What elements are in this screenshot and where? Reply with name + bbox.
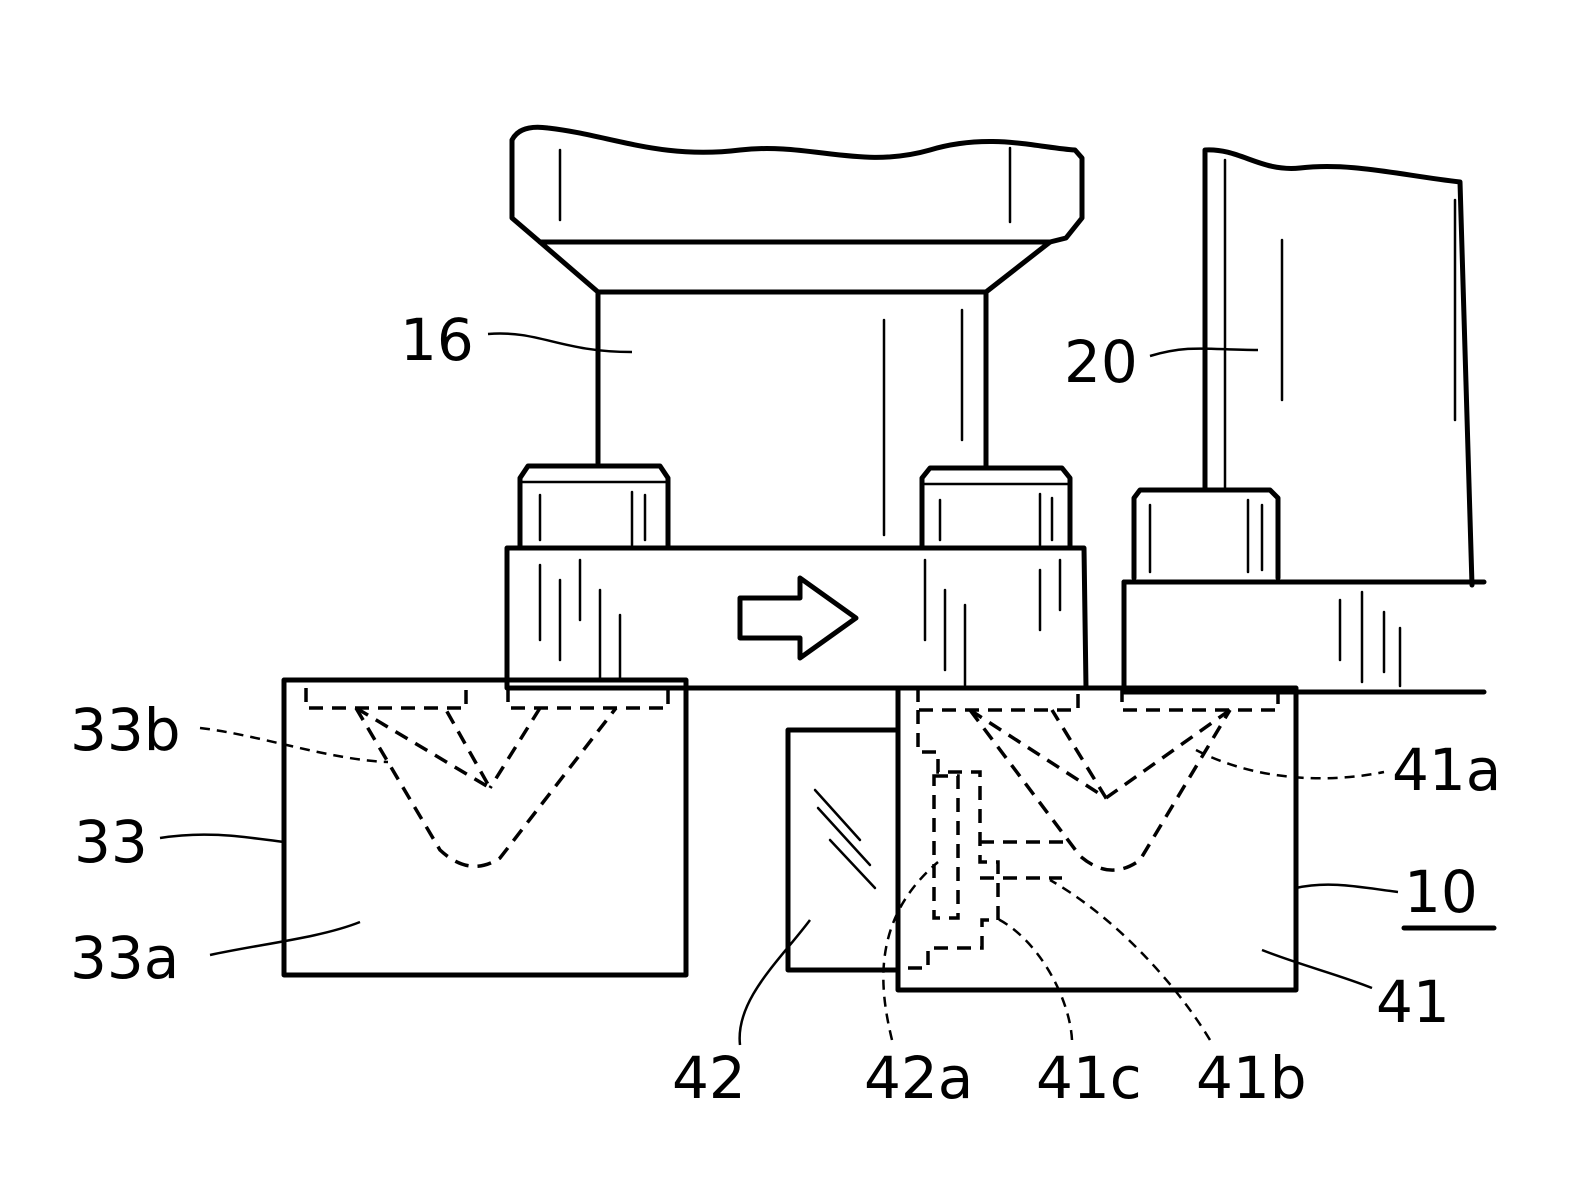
leader-41c [996, 918, 1072, 1040]
label-33a: 33a [70, 924, 179, 992]
key-42 [788, 730, 958, 970]
nut-left [520, 466, 668, 548]
nut-column [1134, 490, 1278, 578]
leader-10 [1296, 885, 1398, 892]
label-42a: 42a [864, 1044, 973, 1112]
die-block-41 [898, 688, 1296, 990]
leader-41 [1262, 950, 1372, 988]
press-head-16 [512, 127, 1082, 535]
label-33: 33 [74, 808, 148, 876]
nut-right [922, 468, 1070, 548]
leader-41b [1050, 880, 1210, 1040]
leader-42 [740, 920, 810, 1045]
label-33b: 33b [70, 696, 181, 764]
base-plate-right [1124, 582, 1484, 692]
leader-41a [1196, 750, 1384, 778]
label-41a: 41a [1392, 736, 1501, 804]
column-20 [1205, 150, 1472, 585]
label-41b: 41b [1196, 1044, 1307, 1112]
label-41: 41 [1376, 968, 1450, 1036]
label-41c: 41c [1036, 1044, 1142, 1112]
label-20: 20 [1064, 328, 1138, 396]
leader-33 [160, 835, 284, 842]
label-16: 16 [400, 306, 474, 374]
slide-plate [507, 548, 1086, 688]
direction-arrow-icon [740, 578, 856, 658]
leader-33b [200, 728, 388, 762]
die-block-33 [284, 680, 686, 975]
leader-16 [488, 334, 632, 352]
leader-42a [883, 862, 938, 1040]
label-42: 42 [672, 1044, 746, 1112]
label-10: 10 [1404, 858, 1478, 926]
